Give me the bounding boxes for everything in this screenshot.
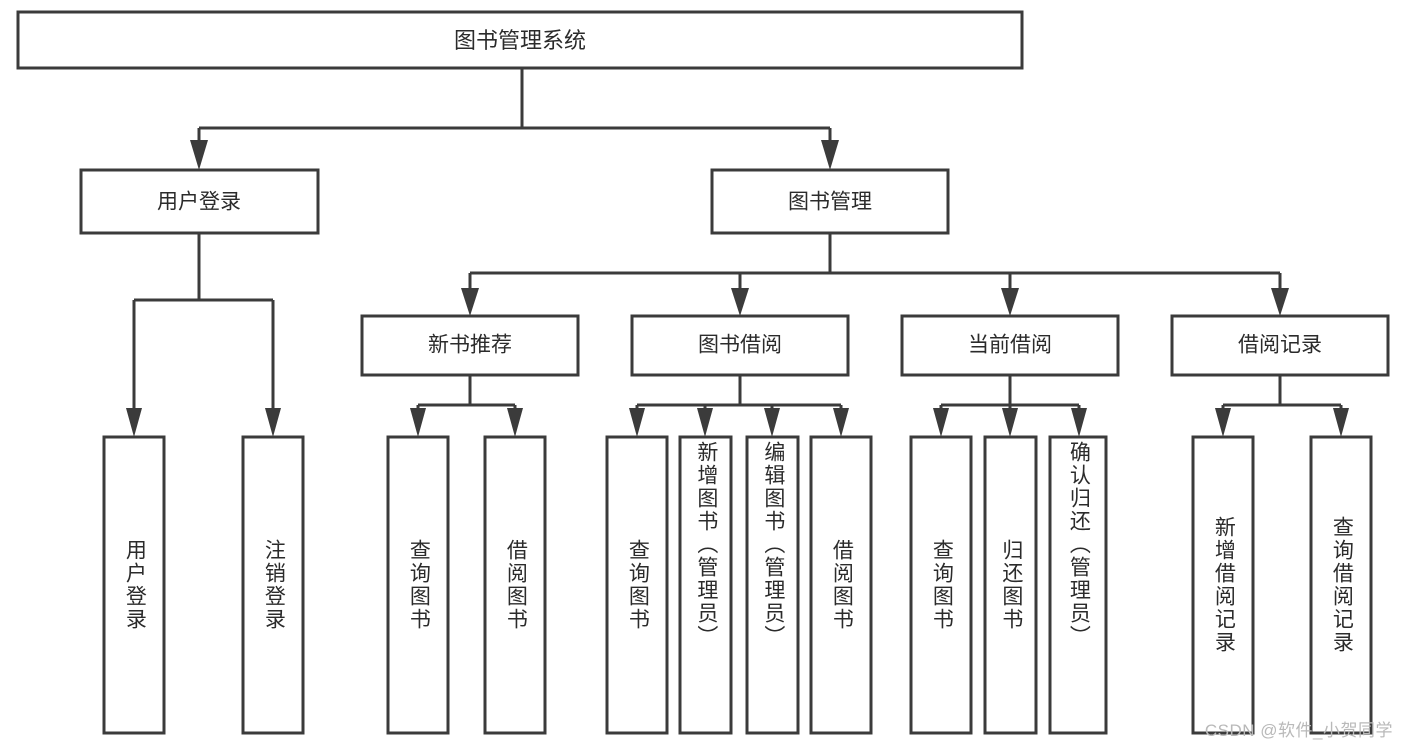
arrowhead-leaf-currentborrow-2 [1002,408,1018,437]
node-book-borrow[interactable]: 图书借阅 [630,314,850,377]
leaf-box-user-login-1[interactable] [102,435,166,735]
arrowhead-leaf-bookborrow-4 [833,408,849,437]
arrowhead-leaf-user-login-1 [126,408,142,437]
arrowhead-leaf-borrowrecord-1 [1215,408,1231,437]
arrowhead-leaf-currentborrow-1 [933,408,949,437]
node-root-box[interactable] [16,10,1024,70]
arrowhead-leaf-currentborrow-3 [1071,408,1087,437]
leaf-box-currentborrow-2[interactable] [983,435,1038,735]
node-user-login[interactable]: 用户登录 [79,168,320,235]
node-book-manage-label: 图书管理 [788,191,872,214]
leaf-box-currentborrow-1[interactable] [909,435,973,735]
leaf-box-borrowrecord-2[interactable] [1309,435,1373,735]
leaf-box-newbook-2[interactable] [483,435,547,735]
node-root[interactable]: 图书管理系统 [16,10,1024,70]
node-user-login-label: 用户登录 [157,191,241,214]
arrowhead-leaf-newbook-1 [410,408,426,437]
arrowhead-leaf-newbook-2 [507,408,523,437]
leaf-box-bookborrow-2[interactable] [678,435,733,735]
arrowhead-leaf-bookborrow-2 [697,408,713,437]
connector-group-borrow-record [1215,375,1349,437]
node-current-borrow[interactable]: 当前借阅 [900,314,1120,377]
arrowhead-leaf-user-login-2 [265,408,281,437]
node-new-book-recommend-box[interactable] [360,314,580,377]
leaf-boxes-new-book-recommend [386,435,547,735]
connector-group-book-manage [461,233,1289,316]
leaf-box-bookborrow-3[interactable] [745,435,800,735]
arrowhead-user-login [190,140,208,170]
node-book-borrow-label: 图书借阅 [698,334,782,357]
watermark: CSDN @软件_小贺同学 [1204,721,1393,740]
node-root-label: 图书管理系统 [454,28,586,53]
node-current-borrow-box[interactable] [900,314,1120,377]
node-borrow-record[interactable]: 借阅记录 [1170,314,1390,377]
leaf-box-newbook-1[interactable] [386,435,450,735]
node-new-book-recommend[interactable]: 新书推荐 [360,314,580,377]
connector-group-current-borrow [933,375,1087,437]
arrowhead-new-book [461,288,479,316]
node-book-manage-box[interactable] [710,168,950,235]
leaf-box-currentborrow-3[interactable] [1048,435,1108,735]
leaf-boxes-book-borrow [605,435,873,735]
leaf-box-bookborrow-1[interactable] [605,435,669,735]
arrowhead-leaf-bookborrow-1 [629,408,645,437]
node-book-borrow-box[interactable] [630,314,850,377]
connector-group-book-borrow [629,375,849,437]
arrowhead-current-borrow [1001,288,1019,316]
leaf-boxes-user-login [102,435,305,735]
node-book-manage[interactable]: 图书管理 [710,168,950,235]
node-borrow-record-box[interactable] [1170,314,1390,377]
leaf-box-borrowrecord-1[interactable] [1191,435,1255,735]
leaf-box-bookborrow-4[interactable] [809,435,873,735]
arrowhead-book-manage [821,140,839,170]
arrowhead-borrow-record [1271,288,1289,316]
node-current-borrow-label: 当前借阅 [968,334,1052,357]
arrowhead-leaf-borrowrecord-2 [1333,408,1349,437]
node-new-book-recommend-label: 新书推荐 [428,334,512,357]
connector-group-new-book [410,375,523,437]
connector-group-root [190,68,839,170]
node-borrow-record-label: 借阅记录 [1238,334,1322,357]
arrowhead-leaf-bookborrow-3 [764,408,780,437]
connector-group-user-login [126,233,281,437]
leaf-boxes-borrow-record [1191,435,1373,735]
leaf-box-user-login-2[interactable] [241,435,305,735]
leaf-boxes-current-borrow [909,435,1108,735]
node-user-login-box[interactable] [79,168,320,235]
arrowhead-book-borrow [731,288,749,316]
